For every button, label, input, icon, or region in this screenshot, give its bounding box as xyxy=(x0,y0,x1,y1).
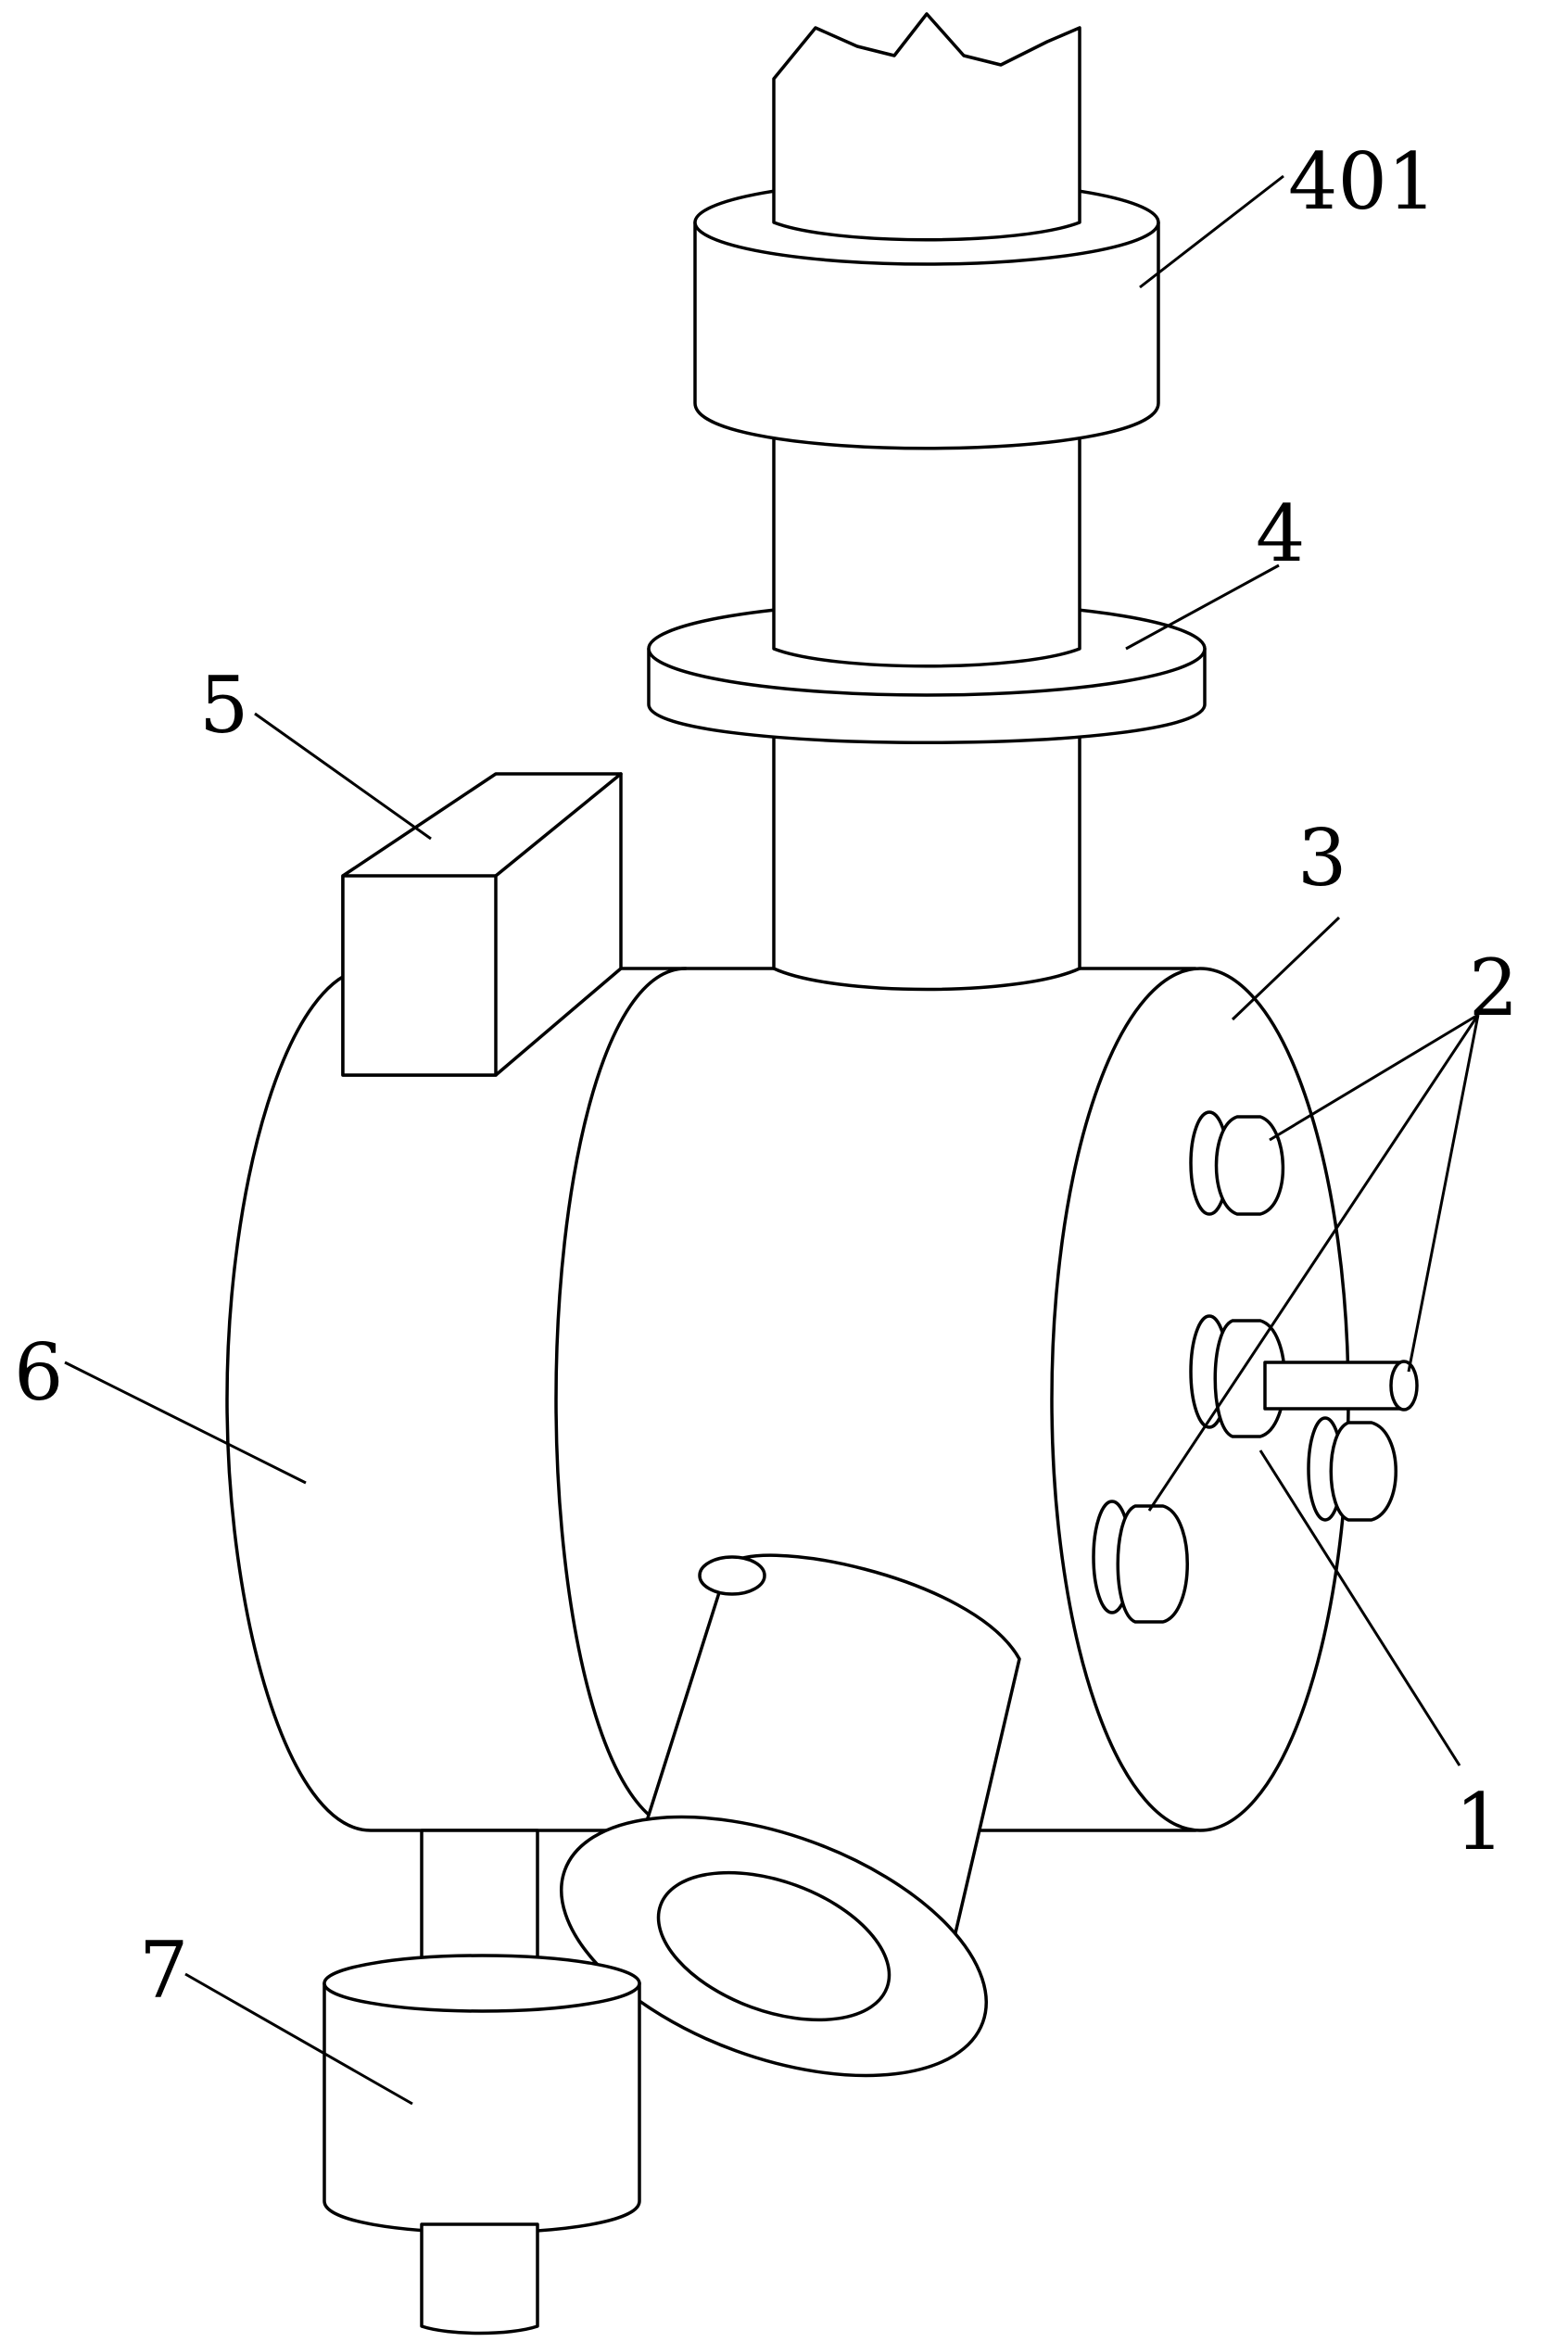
leader-lines xyxy=(64,174,1480,2106)
callout-401: 401 xyxy=(1288,136,1436,227)
callouts: 401 4 5 3 2 6 1 7 xyxy=(14,136,1518,2016)
callout-1: 1 xyxy=(1455,1777,1504,1867)
control-box xyxy=(341,772,623,1077)
callout-3: 3 xyxy=(1297,813,1347,904)
drive-shaft xyxy=(1263,1360,1419,1412)
connector-bottom xyxy=(1092,1500,1189,1624)
callout-4: 4 xyxy=(1256,488,1305,579)
bottom-motor xyxy=(322,1829,641,2336)
connector-right xyxy=(1307,1416,1397,1522)
collar-401 xyxy=(693,221,1160,450)
callout-6: 6 xyxy=(14,1327,63,1418)
connector-top xyxy=(1189,1110,1285,1216)
vertical-column xyxy=(647,12,1207,992)
callout-5: 5 xyxy=(199,660,248,751)
connectors xyxy=(1092,1110,1419,1624)
callout-7: 7 xyxy=(139,1925,188,2016)
broken-shaft-top xyxy=(772,12,1081,242)
callout-2: 2 xyxy=(1469,943,1518,1033)
outlet-pipe xyxy=(560,1553,1021,2078)
